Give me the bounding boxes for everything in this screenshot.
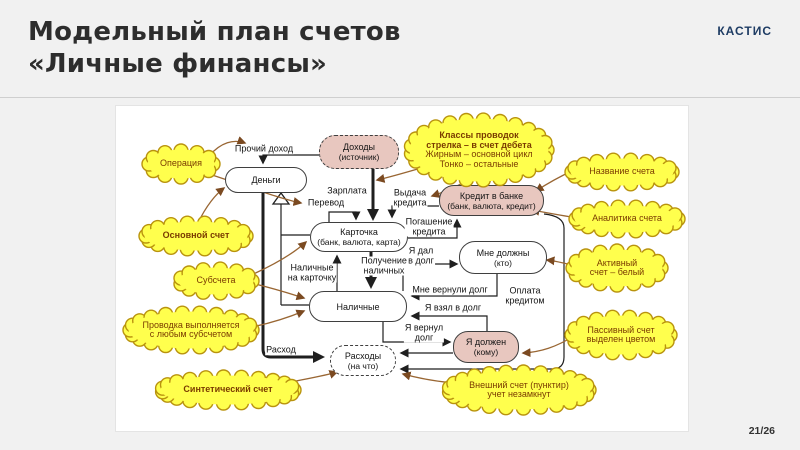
flow-label-i-borrowed: Я взял в долг bbox=[423, 302, 483, 313]
header-divider bbox=[0, 97, 800, 98]
title-line1: Модельный план счетов bbox=[28, 17, 401, 47]
flow-label-credit-repay: Погашение кредита bbox=[404, 216, 454, 237]
cloud-active-account: Активный счет – белый bbox=[565, 243, 669, 293]
account-box-expenses: Расходы (на что) bbox=[330, 345, 396, 376]
flow-label-cash-to-card: Наличные на карточку bbox=[286, 262, 338, 283]
kastis-logo: КАСТИС bbox=[717, 24, 772, 38]
cloud-subaccounts: Субсчета bbox=[173, 261, 260, 301]
flow-label-i-returned: Я вернул долг bbox=[403, 322, 445, 343]
flow-label-expense: Расход bbox=[265, 344, 297, 355]
account-box-money: Деньги bbox=[225, 167, 307, 193]
cloud-operation: Операция bbox=[141, 143, 221, 185]
account-box-bank-credit: Кредит в банке (банк, валюта, кредит) bbox=[439, 185, 544, 216]
account-box-owed-to-me: Мне должны (кто) bbox=[459, 241, 547, 274]
account-box-cash: Наличные bbox=[309, 291, 407, 322]
flow-label-credit-issue: Выдача кредита bbox=[392, 187, 428, 208]
flow-label-cash-withdraw: Получение наличных bbox=[360, 255, 408, 276]
account-box-income: Доходы (источник) bbox=[319, 135, 399, 169]
page-number: 21/26 bbox=[748, 425, 775, 437]
cloud-synthetic-account: Синтетический счет bbox=[154, 369, 302, 411]
cloud-posting-any-subaccount: Проводка выполняется с любым субсчетом bbox=[122, 305, 260, 355]
cloud-account-name: Название счета bbox=[564, 152, 680, 192]
flow-label-other-income: Прочий доход bbox=[233, 143, 295, 154]
title-line2: «Личные финансы» bbox=[28, 49, 328, 79]
account-box-card: Карточка (банк, валюта, карта) bbox=[310, 222, 408, 252]
cloud-passive-account: Пассивный счет выделен цветом bbox=[564, 309, 678, 361]
diagram-panel: Деньги Доходы (источник) Кредит в банке … bbox=[115, 105, 689, 432]
cloud-main-account: Основной счет bbox=[138, 215, 254, 257]
flow-label-transfer: Перевод bbox=[306, 197, 346, 208]
account-box-i-owe: Я должен (кому) bbox=[453, 331, 519, 363]
flow-label-credit-payment: Оплата кредитом bbox=[504, 285, 546, 306]
page-title: Модельный план счетов «Личные финансы» bbox=[28, 16, 401, 80]
cloud-account-analytics: Аналитика счета bbox=[568, 199, 686, 239]
flow-label-returned-to-me: Мне вернули долг bbox=[411, 284, 489, 295]
cloud-posting-classes: Классы проводок стрелка – в счет дебета … bbox=[403, 112, 555, 188]
cloud-external-account: Внешний счет (пунктир) учет незамкнут bbox=[441, 364, 597, 416]
flow-label-i-lent: Я дал в долг bbox=[407, 245, 435, 266]
flow-label-salary: Зарплата bbox=[326, 185, 368, 196]
